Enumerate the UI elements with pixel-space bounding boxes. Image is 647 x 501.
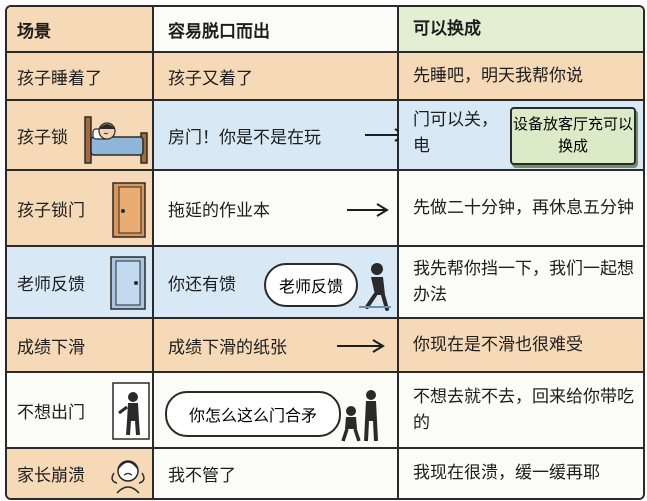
door-icon	[112, 182, 146, 238]
table-row: 不想出门 你怎么这么门合矛 不想去就不去，回来给你带吃的	[7, 373, 643, 449]
table-row: 孩子睡着了 孩子又着了 先睡吧，明天我帮你说	[7, 53, 643, 101]
scene-cell: 成绩下滑	[7, 319, 154, 371]
better-cell: 不想去就不去，回来给你带吃的	[399, 373, 643, 447]
comparison-table: 场景 容易脱口而出 可以换成 孩子睡着了 孩子又着了 先睡吧，明天我帮你说 孩子…	[5, 5, 645, 500]
header-scene: 场景	[7, 7, 154, 51]
scene-label: 孩子锁	[17, 127, 68, 148]
blurt-cell: 我不管了	[154, 449, 399, 498]
parent-and-child-icon	[341, 390, 378, 442]
blurt-cell: 孩子又着了	[154, 53, 399, 99]
better-cell: 先做二十分钟，再休息五分钟	[399, 171, 643, 245]
blurt-cell: 拖延的作业本	[154, 171, 399, 245]
stressed-parent-icon	[111, 460, 145, 494]
better-cell: 我先帮你挡一下，我们一起想办法	[399, 247, 643, 317]
closed-door-icon	[110, 256, 146, 310]
speech-bubble: 老师反馈	[264, 263, 358, 307]
speech-bubble: 你怎么这么门合矛	[165, 391, 341, 437]
table-row: 老师反馈 你还有馈 老师反馈 我先帮你挡一下，我们一起想办法	[7, 247, 643, 319]
scene-cell: 孩子睡着了	[7, 53, 154, 99]
table-row: 家长崩溃 我不管了 我现在很溃，缓一缓再耶	[7, 449, 643, 498]
better-cell: 你现在是不滑也很难受	[399, 319, 643, 371]
better-cell: 我现在很溃，缓一缓再耶	[399, 449, 643, 498]
table-row: 孩子锁门 拖延的作业本 先做二十分钟，再休息五分钟	[7, 171, 643, 247]
crouching-child-icon	[359, 263, 391, 311]
blurt-cell: 房门！你是不是在玩	[154, 101, 399, 169]
person-at-door-icon	[112, 382, 150, 440]
table-row: 成绩下滑 成绩下滑的纸张 你现在是不滑也很难受	[7, 319, 643, 373]
header-better: 可以换成	[399, 7, 643, 51]
arrow-icon	[337, 339, 385, 353]
sticky-note: 设备放客厅充可以换成	[510, 107, 636, 165]
table-row: 孩子锁 房门！你是不是在玩 门可以关，电 设备放客厅充可以换成	[7, 101, 643, 171]
scene-cell: 孩子锁	[7, 101, 154, 169]
sleeping-child-icon	[84, 116, 148, 164]
arrow-icon	[347, 203, 389, 217]
better-text: 门可以关，电	[413, 110, 498, 157]
header-blurt: 容易脱口而出	[154, 7, 399, 51]
table-header: 场景 容易脱口而出 可以换成	[7, 7, 643, 53]
better-cell: 先睡吧，明天我帮你说	[399, 53, 643, 99]
